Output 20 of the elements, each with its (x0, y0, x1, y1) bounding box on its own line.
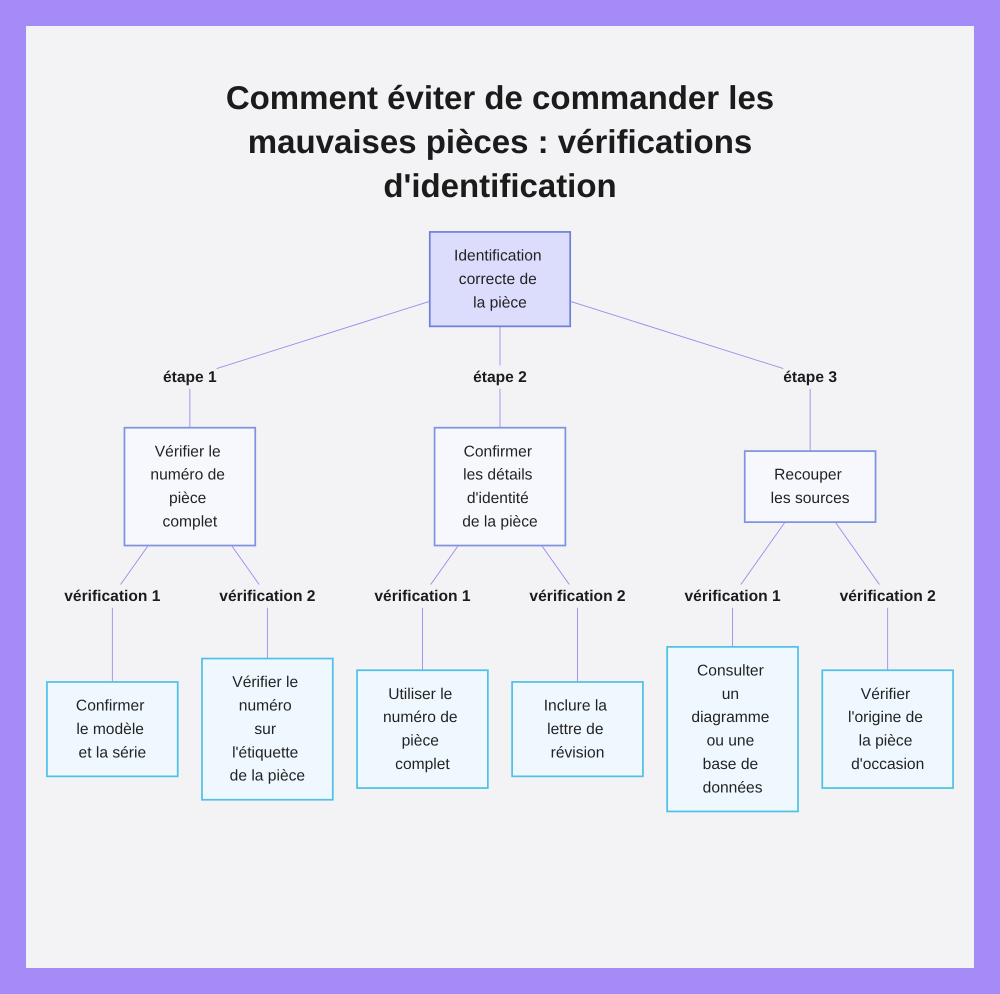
edge-label: vérification 1 (684, 587, 781, 604)
node-box: Confirmer les détails d'identité de la pièce (434, 426, 566, 546)
edge-label: vérification 1 (64, 587, 160, 604)
node-box: Inclure la lettre de révision (511, 681, 644, 778)
node-box: Consulter un diagramme ou une base de données (666, 646, 799, 812)
node-box: Vérifier le numéro sur l'étiquette de la pièce (201, 658, 334, 801)
node-box: Utiliser le numéro de pièce complet (356, 669, 489, 789)
edge-label: étape 3 (783, 368, 837, 386)
edge-label: vérification 2 (219, 587, 316, 604)
edge-label: étape 2 (473, 368, 527, 386)
node-box: Confirmer le modèle et la série (46, 681, 179, 778)
node-box: Vérifier l'origine de la pièce d'occasion (821, 669, 954, 789)
node-box: Identification correcte de la pièce (428, 231, 572, 328)
node-box: Vérifier le numéro de pièce complet (124, 426, 256, 546)
node-box: Recouper les sources (744, 450, 876, 523)
edge-label: vérification 2 (840, 587, 936, 604)
edge-label: vérification 1 (374, 587, 471, 604)
edge-label: étape 1 (162, 368, 217, 386)
title: Comment éviter de commander les mauvaises pièces : vérifications d'identification (224, 78, 776, 206)
edge-label: vérification 2 (529, 587, 626, 604)
